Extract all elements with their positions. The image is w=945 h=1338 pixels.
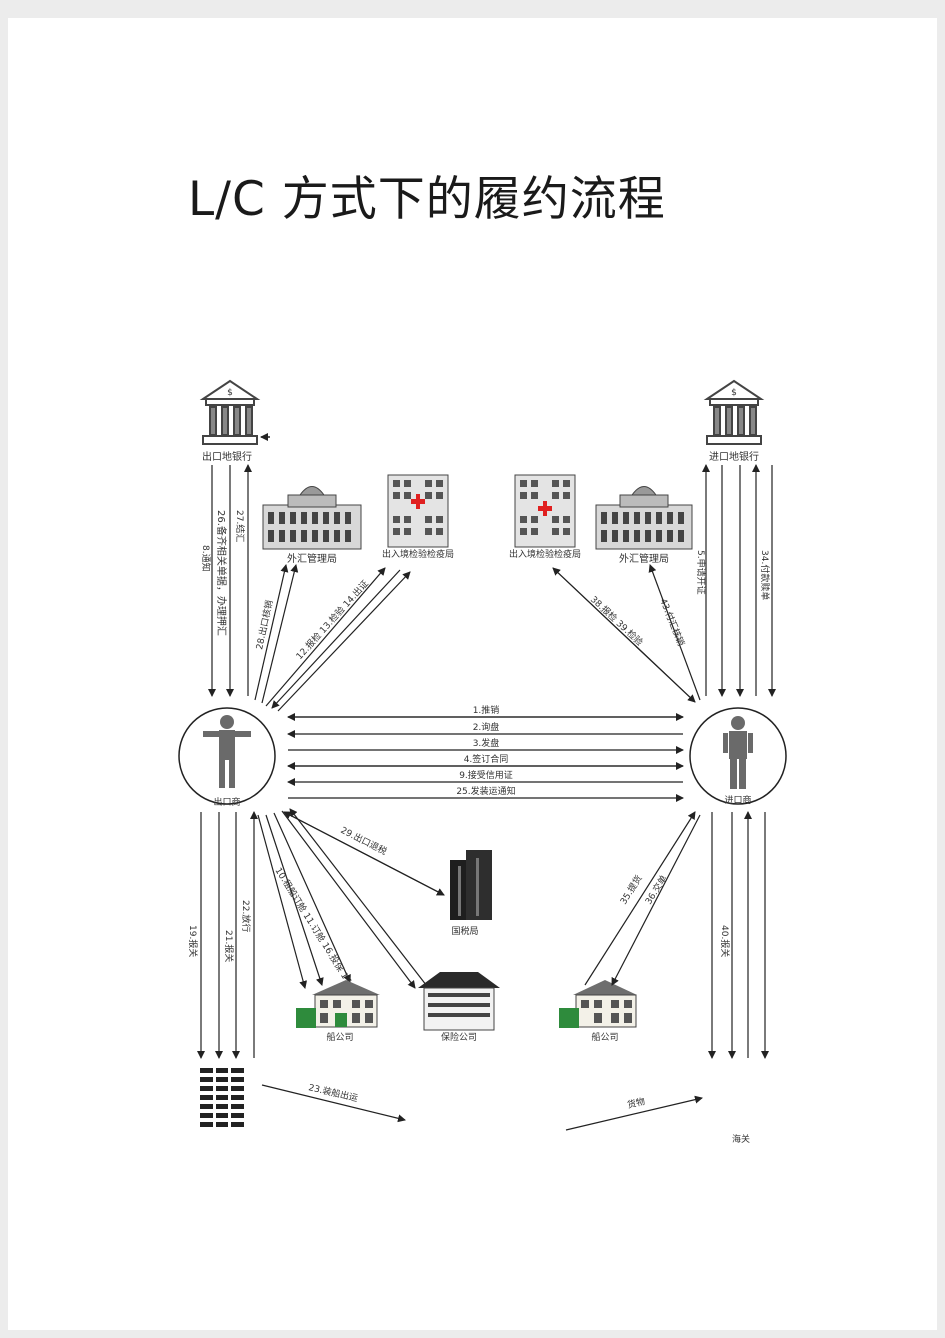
flow-label-43: 43.付汇核销 bbox=[657, 597, 687, 648]
forex-bureau-left-label: 外汇管理局 bbox=[287, 552, 337, 565]
flow-label-9: 9.接受信用证 bbox=[459, 769, 513, 781]
exporter-label: 出口商 bbox=[213, 796, 240, 808]
forex-bureau-right-label: 外汇管理局 bbox=[619, 552, 669, 565]
inspection-bureau-right-icon bbox=[514, 474, 576, 548]
flow-label-26: 26.备齐相关单据，办理押汇 bbox=[215, 510, 228, 636]
flow-label-23: 23.装船出运 bbox=[307, 1081, 359, 1104]
tax-bureau-icon bbox=[450, 850, 492, 920]
importer-node bbox=[689, 707, 787, 805]
export-bank-label: 出口地银行 bbox=[202, 450, 252, 463]
flow-label-8: 8.通知 bbox=[200, 545, 212, 572]
flow-label-34: 34.付款赎单 bbox=[759, 550, 771, 600]
svg-text:$: $ bbox=[227, 388, 233, 398]
customs-left-icon bbox=[196, 1066, 248, 1134]
ship-company-left-icon bbox=[296, 980, 380, 1028]
insurance-company-icon bbox=[418, 972, 500, 1031]
flow-label-4: 4.签订合同 bbox=[464, 753, 509, 765]
flow-label-35: 35.提货 bbox=[617, 873, 644, 907]
ship-company-right-icon bbox=[559, 980, 637, 1028]
forex-bureau-right-icon bbox=[595, 486, 693, 550]
export-bank-icon: $ bbox=[199, 379, 261, 445]
customs-right-label: 海关 bbox=[732, 1133, 750, 1145]
svg-text:$: $ bbox=[731, 388, 737, 398]
flow-label-inspection-right: 38.报检 39.检验 bbox=[588, 593, 646, 648]
flow-label-5: 5.申请开证 bbox=[695, 550, 707, 595]
import-bank-label: 进口地银行 bbox=[709, 450, 759, 463]
exporter-person-icon bbox=[203, 715, 251, 788]
forex-bureau-left-icon bbox=[262, 486, 362, 550]
ship-company-left-label: 船公司 bbox=[326, 1031, 353, 1043]
importer-person-icon bbox=[723, 716, 753, 789]
flow-label-tax: 29.出口退税 bbox=[339, 824, 389, 858]
inspection-bureau-left-label: 出入境检验检疫局 bbox=[382, 548, 454, 560]
inspection-bureau-left-icon bbox=[387, 474, 449, 548]
flow-label-ship: 货物 bbox=[626, 1095, 646, 1111]
flow-label-2: 2.询盘 bbox=[473, 721, 500, 733]
flow-label-40: 40.报关 bbox=[719, 925, 731, 957]
flow-label-22: 22.放行 bbox=[240, 900, 252, 932]
flow-label-25: 25.发装运通知 bbox=[456, 785, 515, 797]
flow-label-inspection-left: 12.报检 13.检验 14.出证 bbox=[293, 578, 371, 662]
importer-label: 进口商 bbox=[724, 794, 751, 806]
flow-label-21: 21.报关 bbox=[223, 930, 235, 962]
inspection-bureau-right-label: 出入境检验检疫局 bbox=[509, 548, 581, 560]
insurance-company-label: 保险公司 bbox=[441, 1031, 477, 1043]
tax-bureau-label: 国税局 bbox=[451, 925, 478, 937]
flow-label-3: 3.发盘 bbox=[473, 737, 500, 749]
flow-label-27: 27.结汇 bbox=[234, 510, 246, 542]
document-page bbox=[8, 18, 937, 1330]
exporter-node bbox=[178, 707, 276, 805]
flow-label-1: 1.推销 bbox=[473, 704, 500, 716]
page-title: L/C 方式下的履约流程 bbox=[188, 172, 666, 227]
import-bank-icon: $ bbox=[703, 379, 765, 445]
ship-company-right-label: 船公司 bbox=[591, 1031, 618, 1043]
flow-label-19: 19.报关 bbox=[187, 925, 199, 957]
flow-label-36: 36.交单 bbox=[642, 873, 669, 907]
